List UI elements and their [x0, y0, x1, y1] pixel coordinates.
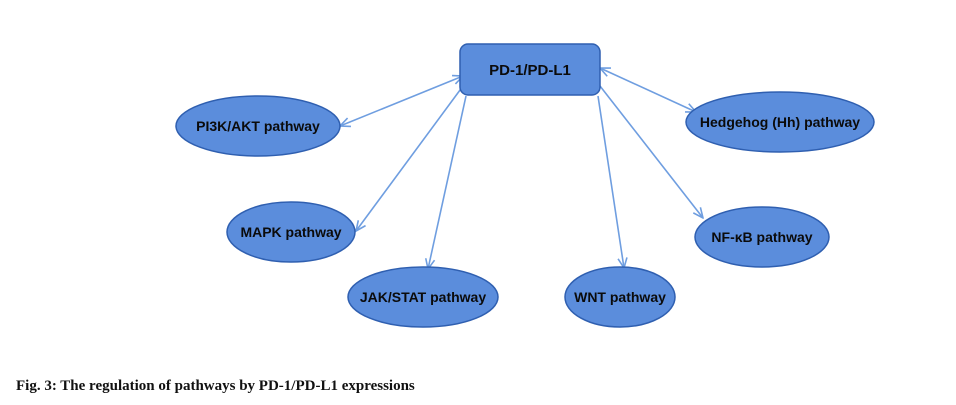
edge-pd1-jakstat [428, 95, 467, 269]
edge-pd1-hedgehog [600, 68, 696, 112]
node-nfkb: NF-κB pathway [694, 206, 830, 268]
node-jakstat-shape [347, 266, 499, 328]
node-nfkb-shape [694, 206, 830, 268]
node-hedgehog-shape [685, 91, 875, 153]
edge-pd1-wnt [597, 95, 624, 268]
node-hedgehog-label: Hedgehog (Hh) pathway [700, 114, 860, 130]
center-node-box [459, 43, 601, 96]
node-hedgehog: Hedgehog (Hh) pathway [685, 91, 875, 153]
node-jakstat: JAK/STAT pathway [347, 266, 499, 328]
node-jakstat-label: JAK/STAT pathway [360, 289, 486, 305]
figure-caption: Fig. 3: The regulation of pathways by PD… [16, 378, 415, 394]
node-wnt-label: WNT pathway [574, 289, 666, 305]
center-node: PD-1/PD-L1 [459, 43, 601, 96]
edge-pd1-pi3k [340, 76, 463, 126]
center-node-label: PD-1/PD-L1 [489, 62, 571, 79]
node-wnt-shape [564, 266, 676, 328]
node-pi3k: PI3K/AKT pathway [175, 95, 341, 157]
node-pi3k-label: PI3K/AKT pathway [196, 118, 320, 134]
node-mapk: MAPK pathway [226, 201, 356, 263]
node-mapk-shape [226, 201, 356, 263]
node-mapk-label: MAPK pathway [240, 224, 341, 240]
node-nfkb-label: NF-κB pathway [711, 229, 812, 245]
node-pi3k-shape [175, 95, 341, 157]
edges [340, 68, 703, 269]
node-wnt: WNT pathway [564, 266, 676, 328]
edge-pd1-nfkb [599, 85, 703, 218]
edge-pd1-mapk [356, 85, 464, 231]
